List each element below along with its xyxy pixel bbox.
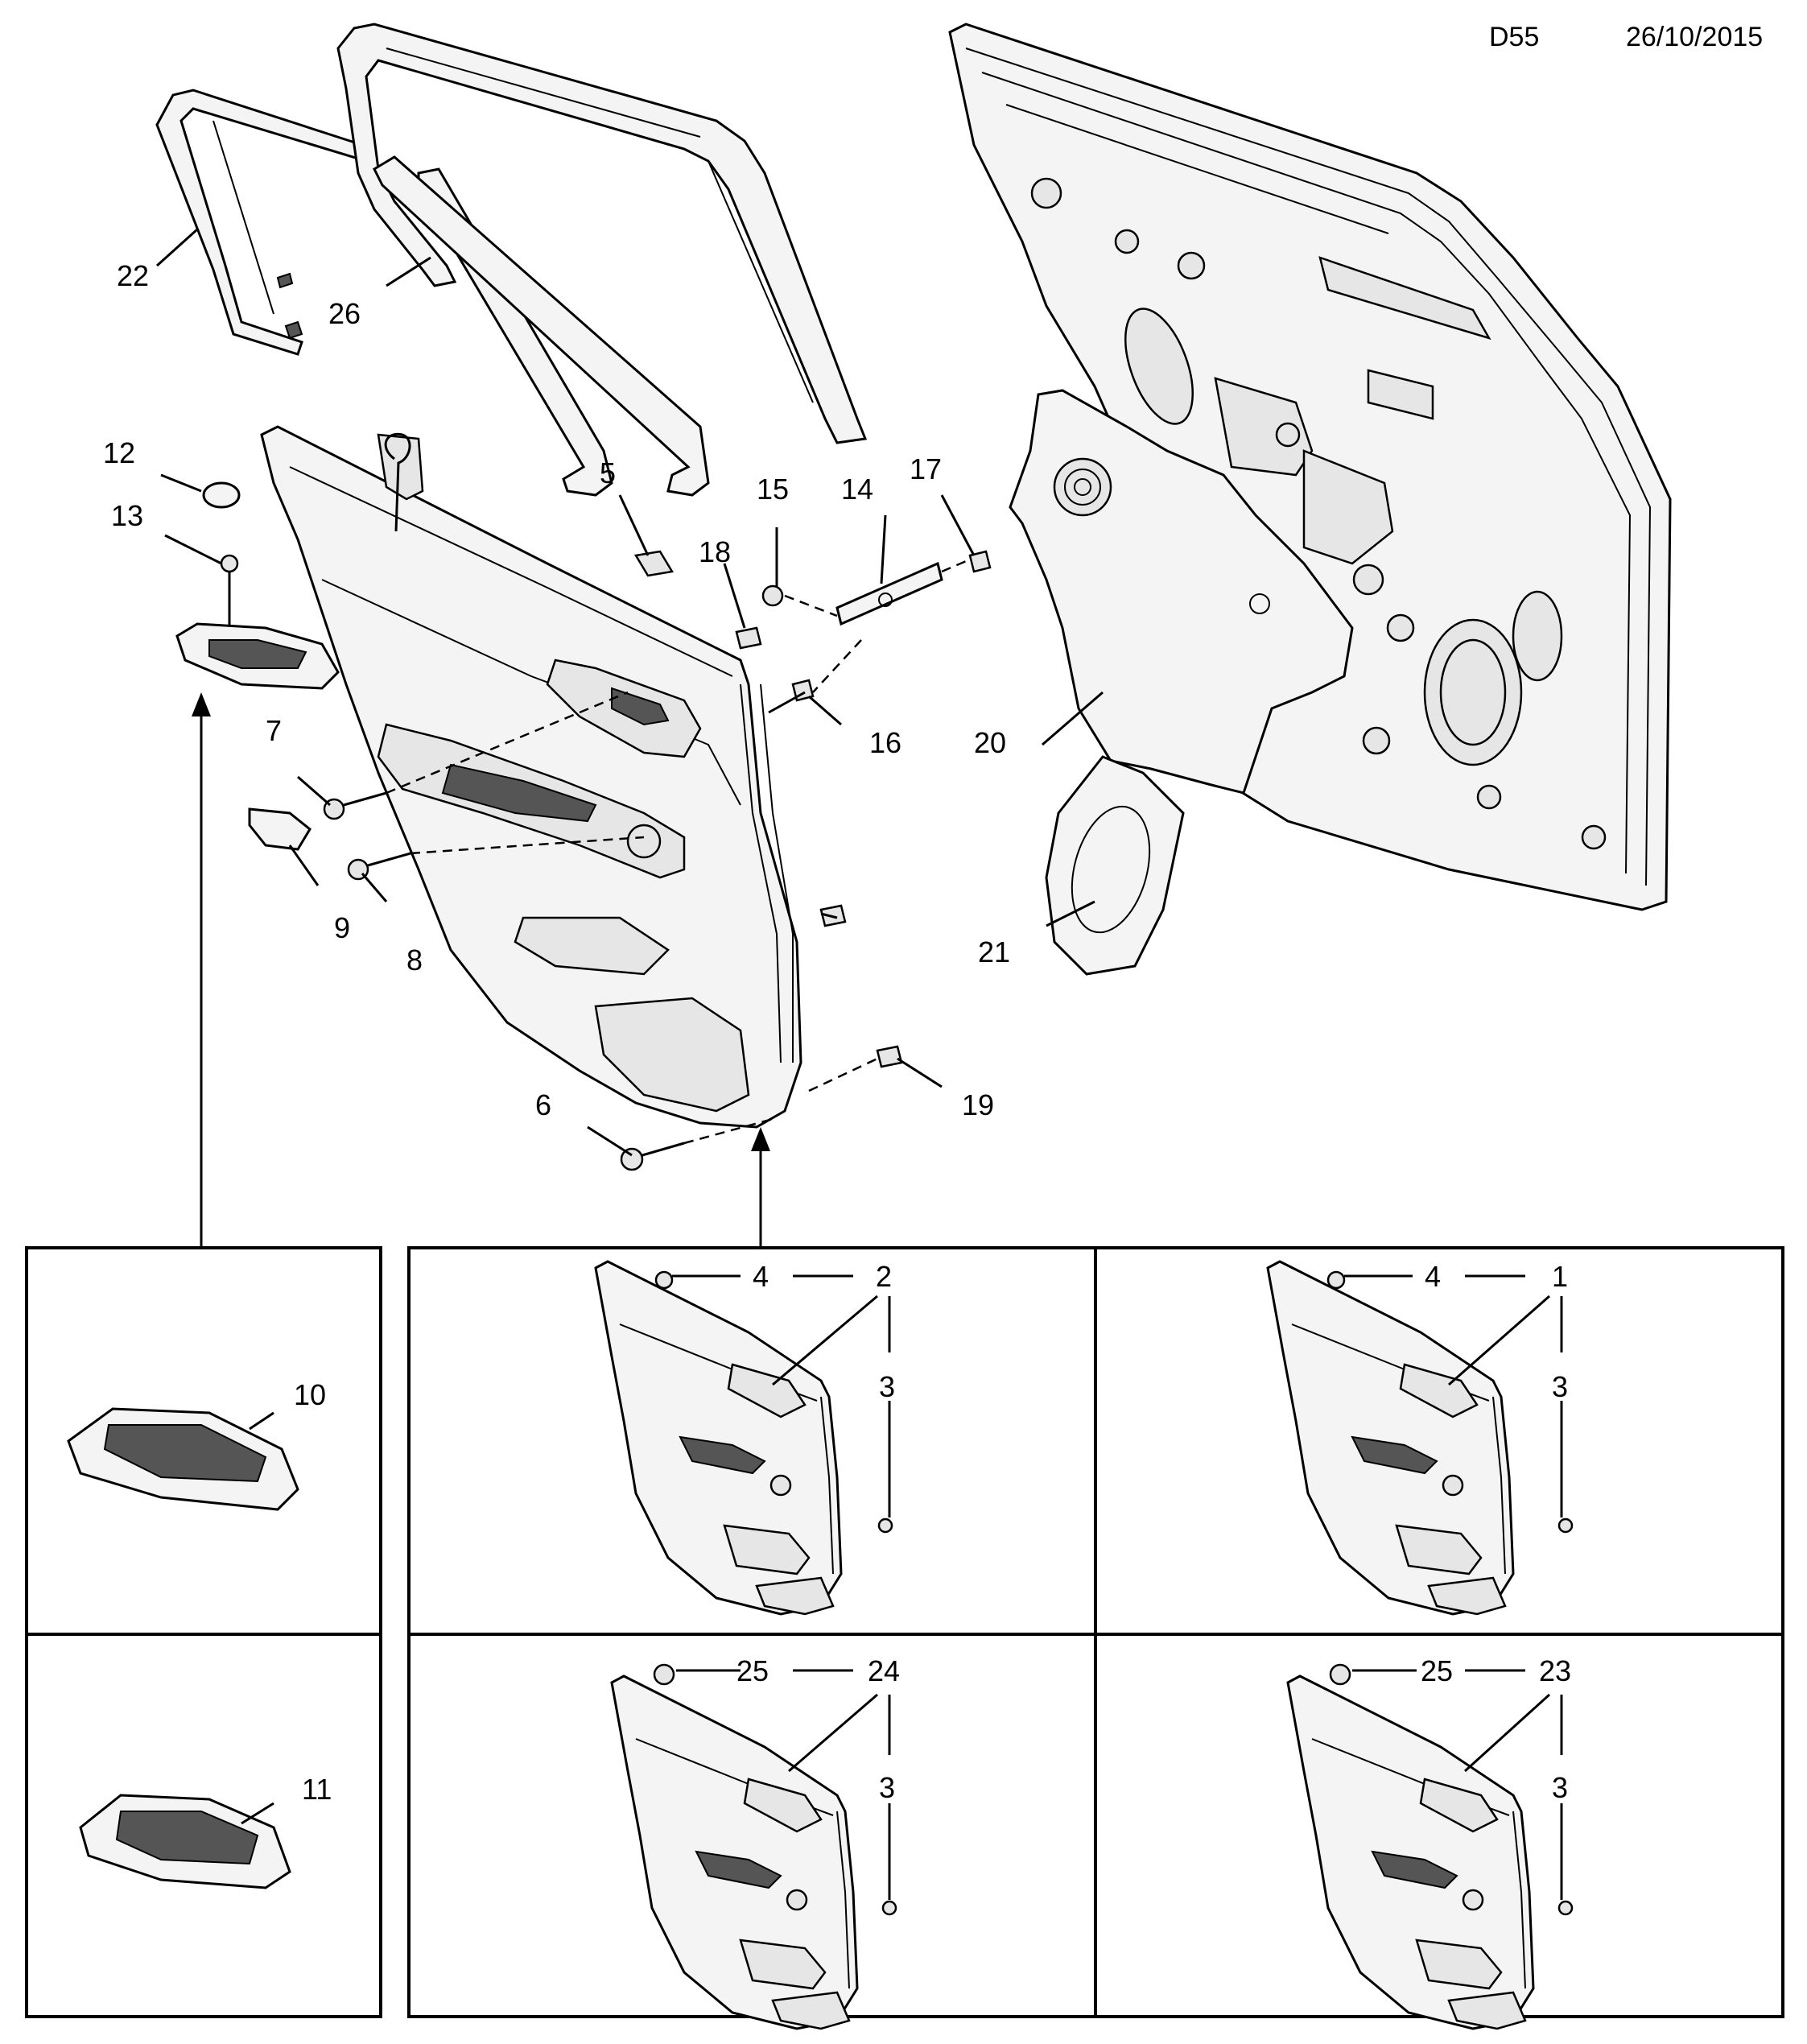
dash-line-16: [812, 639, 862, 693]
callout-1: 1: [1552, 1260, 1568, 1293]
callout-10: 10: [294, 1378, 326, 1411]
screw-13: [220, 554, 239, 636]
callout-16: 16: [869, 726, 901, 759]
arrow-left: [192, 692, 211, 1248]
callout-23: 23: [1539, 1654, 1571, 1687]
dash-line-7: [386, 691, 629, 795]
handle-bezel-11: [79, 1794, 291, 1889]
callout-20: 20: [974, 726, 1006, 759]
clip-18: [735, 626, 762, 650]
callout-6: 6: [535, 1088, 551, 1121]
callout-25-b: 25: [1421, 1654, 1453, 1687]
arrow-right: [751, 1127, 770, 1248]
callout-3-b: 3: [1552, 1370, 1568, 1403]
door-panel-variant-24: [610, 1674, 859, 2030]
screw-15: [761, 584, 784, 607]
screw-3-b: [1557, 1518, 1574, 1534]
handle-bezel-main: [175, 622, 340, 690]
door-panel-variant-1: [1266, 1260, 1515, 1616]
clip-19: [876, 1045, 903, 1068]
callout-5: 5: [600, 456, 616, 489]
callout-12: 12: [103, 436, 135, 469]
callout-2: 2: [876, 1260, 892, 1293]
handle-bezel-10: [67, 1407, 299, 1511]
window-channel-22: [155, 89, 369, 356]
callout-26: 26: [328, 297, 361, 330]
dash-line-8: [410, 836, 645, 855]
callout-13: 13: [111, 499, 143, 532]
callout-19: 19: [962, 1088, 994, 1121]
callout-22: 22: [117, 259, 149, 292]
door-panel-variant-23: [1286, 1674, 1535, 2030]
callout-4-a: 4: [753, 1260, 769, 1293]
callout-3-a: 3: [879, 1370, 895, 1403]
screw-3-a: [877, 1518, 893, 1534]
callout-9: 9: [334, 911, 350, 944]
bracket-14: [835, 561, 943, 626]
door-inner-panel: [948, 23, 1672, 911]
door-trim-panel-main: [260, 425, 802, 1129]
detail-leader-lines: [672, 1274, 1563, 1900]
clip-4-a: [654, 1270, 674, 1290]
speaker-gasket-21: [1045, 755, 1185, 976]
frame-left-bottom: [25, 1633, 382, 2018]
screw-3-c: [881, 1900, 897, 1916]
callout-3-c: 3: [879, 1771, 895, 1804]
callout-3-d: 3: [1552, 1771, 1568, 1804]
clip-25-a: [653, 1663, 675, 1686]
dash-line-19: [808, 1057, 878, 1092]
callout-15: 15: [757, 473, 789, 506]
callout-24: 24: [868, 1654, 900, 1687]
hook-top: [384, 432, 411, 532]
leader-lines: [155, 228, 1104, 1157]
callout-8: 8: [406, 944, 423, 977]
dash-line-17: [941, 558, 971, 573]
callout-18: 18: [699, 535, 731, 568]
screw-3-d: [1557, 1900, 1574, 1916]
dash-line-15: [784, 594, 838, 617]
screw-8: [347, 852, 411, 881]
callout-21: 21: [978, 935, 1010, 968]
clip-4-b: [1326, 1270, 1346, 1290]
callout-14: 14: [841, 473, 873, 506]
diagram-code: D55: [1489, 22, 1539, 52]
cover-9: [248, 807, 311, 851]
callout-17: 17: [910, 452, 942, 485]
diagram-date: 26/10/2015: [1626, 22, 1763, 52]
cap-12: [202, 481, 241, 509]
callout-25-a: 25: [736, 1654, 769, 1687]
screw-7: [323, 791, 387, 820]
clip-5: [633, 550, 675, 577]
door-panel-variant-2: [594, 1260, 843, 1616]
clip-17: [968, 550, 992, 573]
water-shield-20: [1009, 389, 1354, 795]
door-seal-26: [336, 23, 868, 497]
clip-25-b: [1329, 1663, 1351, 1686]
callout-11: 11: [302, 1773, 332, 1806]
screw-6: [620, 1142, 685, 1171]
callout-4-b: 4: [1425, 1260, 1441, 1293]
callout-7: 7: [266, 714, 282, 747]
